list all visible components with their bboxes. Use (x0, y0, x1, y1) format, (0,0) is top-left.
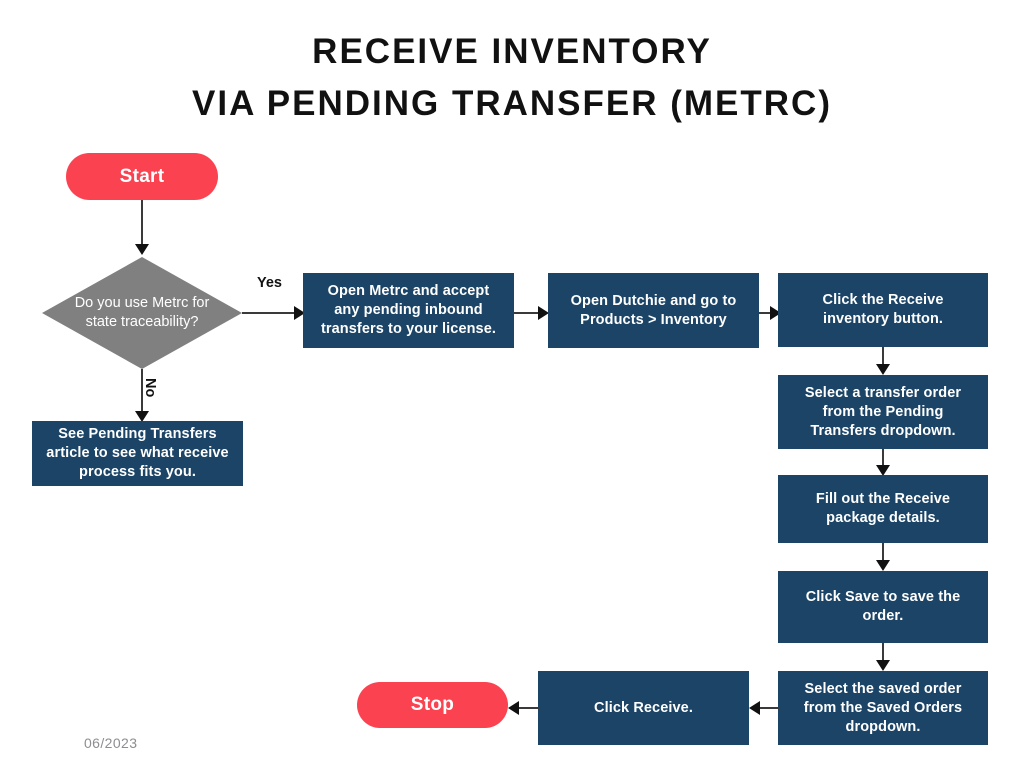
node-click-receive[interactable]: Click Receive. (538, 671, 749, 745)
connector-step8-to-stop (514, 707, 540, 709)
node-decision-use-metrc[interactable]: Do you use Metrc for state traceability? (42, 257, 242, 369)
arrowhead-step4-to-step5 (876, 465, 890, 476)
arrowhead-step7-to-step8 (749, 701, 760, 715)
node-click-save-order[interactable]: Click Save to save the order. (778, 571, 988, 643)
node-start[interactable]: Start (66, 153, 218, 200)
node-click-receive-inventory-button[interactable]: Click the Receive inventory button. (778, 273, 988, 347)
node-select-saved-order[interactable]: Select the saved order from the Saved Or… (778, 671, 988, 745)
node-fill-receive-package-details-label: Fill out the Receive package details. (815, 491, 951, 526)
node-stop-label: Stop (410, 694, 455, 715)
arrowhead-decision-no (135, 411, 149, 422)
node-fill-receive-package-details[interactable]: Fill out the Receive package details. (778, 475, 988, 543)
connector-start-to-decision (141, 200, 143, 246)
connector-decision-no (141, 369, 143, 414)
node-click-receive-label: Click Receive. (594, 699, 693, 716)
arrowhead-step6-to-step7 (876, 660, 890, 671)
node-open-dutchie-products-inventory[interactable]: Open Dutchie and go to Products > Invent… (548, 273, 759, 348)
page-title: RECEIVE INVENTORY VIA PENDING TRANSFER (M… (0, 26, 1024, 130)
arrowhead-start-to-decision (135, 244, 149, 255)
connector-step1-to-step2 (514, 312, 542, 314)
footer-date: 06/2023 (84, 735, 138, 751)
node-select-saved-order-label: Select the saved order from the Saved Or… (803, 680, 963, 735)
node-open-metrc-accept-transfers-label: Open Metrc and accept any pending inboun… (320, 283, 497, 337)
arrowhead-step8-to-stop (508, 701, 519, 715)
node-start-label: Start (119, 165, 165, 187)
node-click-save-order-label: Click Save to save the order. (805, 589, 961, 624)
edge-label-yes: Yes (257, 275, 282, 291)
node-decision-label: Do you use Metrc for state traceability? (74, 295, 210, 330)
connector-decision-yes (242, 312, 298, 314)
arrowhead-step3-to-step4 (876, 364, 890, 375)
edge-label-no: No (142, 378, 158, 398)
node-see-pending-transfers-article-label: See Pending Transfers article to see wha… (46, 426, 229, 480)
node-select-transfer-order-pending[interactable]: Select a transfer order from the Pending… (778, 375, 988, 449)
connector-step3-to-step4 (882, 347, 884, 373)
node-stop[interactable]: Stop (357, 682, 508, 728)
connector-step5-to-step6 (882, 543, 884, 569)
title-line-2: VIA PENDING TRANSFER (METRC) (192, 84, 832, 123)
arrowhead-decision-yes (294, 306, 305, 320)
arrowhead-step2-to-step3 (770, 306, 781, 320)
connector-step7-to-step8 (758, 707, 780, 709)
arrowhead-step5-to-step6 (876, 560, 890, 571)
connector-step6-to-step7 (882, 643, 884, 669)
node-see-pending-transfers-article[interactable]: See Pending Transfers article to see wha… (32, 421, 243, 486)
node-select-transfer-order-pending-label: Select a transfer order from the Pending… (804, 384, 962, 439)
arrowhead-step1-to-step2 (538, 306, 549, 320)
connector-step4-to-step5 (882, 449, 884, 474)
node-open-dutchie-products-inventory-label: Open Dutchie and go to Products > Invent… (570, 292, 737, 328)
node-click-receive-inventory-button-label: Click the Receive inventory button. (822, 292, 944, 327)
node-open-metrc-accept-transfers[interactable]: Open Metrc and accept any pending inboun… (303, 273, 514, 348)
title-line-1: RECEIVE INVENTORY (312, 32, 712, 71)
